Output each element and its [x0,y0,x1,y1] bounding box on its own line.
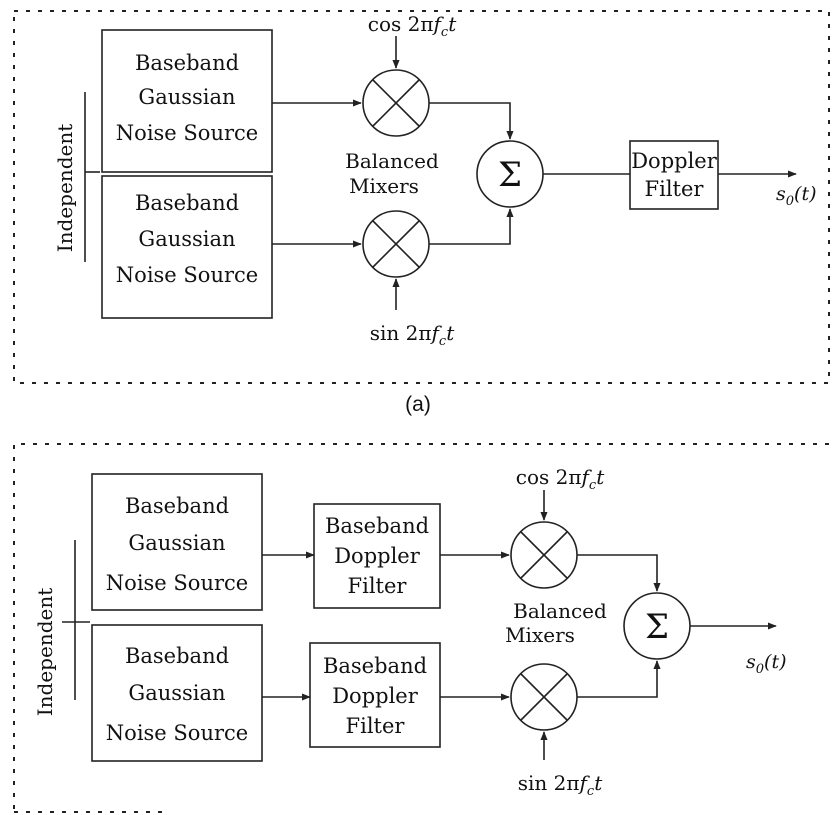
filter-top-line3: Filter [348,574,408,598]
mixers-label-line2: Mixers [349,174,419,198]
summer-b: Σ [623,592,691,660]
baseband-doppler-filter-bottom [309,642,441,748]
cos-label: cos 2πfct [368,12,457,40]
mixer-bottom-b [510,663,578,731]
noise-source-bottom-b [91,624,263,762]
caption-a: (a) [405,393,431,416]
summer: Σ [476,140,544,208]
doppler-filter-line1: Doppler [631,149,718,173]
output-label: s0(t) [776,183,817,209]
wire-mixer-bottom-to-sum-b [577,660,661,698]
noise-source-bottom-line3: Noise Source [116,263,258,287]
filter-top-line2: Doppler [334,544,421,568]
mixer-top-b [510,521,578,589]
doppler-filter-line2: Filter [645,177,705,201]
noise-source-top-b [91,473,263,611]
noise-source-top-b-line1: Baseband [125,494,229,518]
panel-b: Independent Baseband Gaussian Noise Sour… [13,443,829,813]
sigma-symbol-b: Σ [645,607,669,647]
noise-source-top-b-line3: Noise Source [106,571,248,595]
doppler-filter [629,140,719,210]
filter-top-line1: Baseband [325,514,429,538]
wire-mixer-top-to-sum-b [577,554,661,592]
mixers-label-b-line2: Mixers [505,623,575,647]
mixer-bottom [362,210,430,278]
mixers-label-b-line1: Balanced [513,599,607,623]
noise-source-top-line3: Noise Source [116,121,258,145]
output-label-b: s0(t) [746,651,787,677]
noise-source-bottom-b-line2: Gaussian [128,681,225,705]
panel-a-frame [13,10,830,384]
noise-source-top-b-line2: Gaussian [128,531,225,555]
noise-source-bottom-b-line3: Noise Source [106,721,248,745]
filter-bottom-line1: Baseband [323,654,427,678]
noise-source-top-line1: Baseband [135,51,239,75]
sin-label: sin 2πfct [370,321,455,349]
wire-mixer-top-to-sum [429,102,514,140]
wire-mixer-bottom-to-sum [429,208,514,245]
mixers-label-line1: Balanced [345,149,439,173]
independent-label-b: Independent [33,588,57,717]
mixer-top [362,69,430,137]
cos-label-b: cos 2πfct [516,465,605,493]
filter-bottom-line3: Filter [346,714,406,738]
noise-source-bottom-line1: Baseband [135,191,239,215]
sigma-symbol: Σ [498,155,522,195]
noise-source-bottom-line2: Gaussian [138,227,235,251]
noise-source-bottom-b-line1: Baseband [125,644,229,668]
noise-source-top-line2: Gaussian [138,85,235,109]
sin-label-b: sin 2πfct [518,771,603,799]
panel-a: Independent Baseband Gaussian Noise Sour… [13,10,830,416]
noise-source-bottom [101,175,273,319]
filter-bottom-line2: Doppler [332,684,419,708]
baseband-doppler-filter-top [313,503,441,609]
independent-label: Independent [53,124,77,253]
noise-source-top [101,29,273,173]
